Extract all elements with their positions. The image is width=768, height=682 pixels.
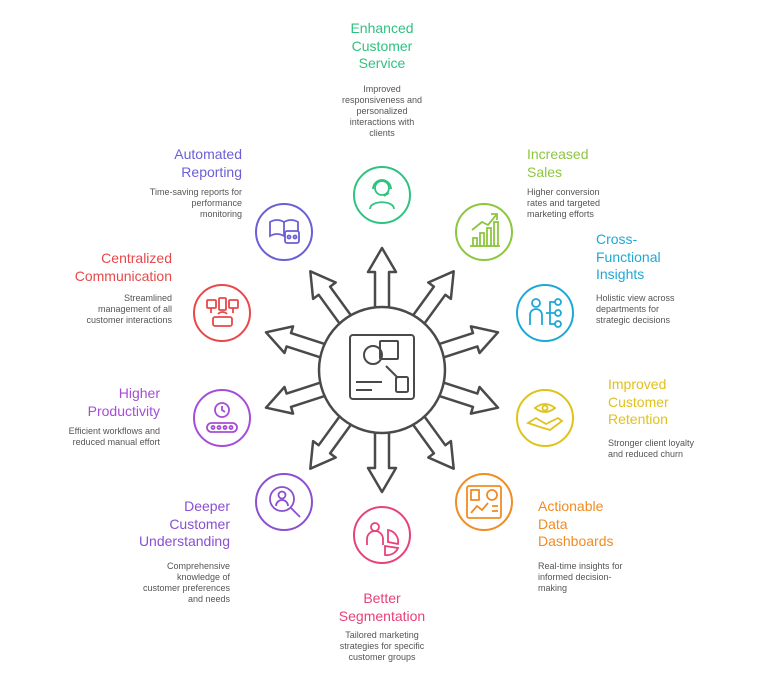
- icon-circle-centralized-communication: [193, 284, 251, 342]
- benefit-title-automated-reporting: Automated Reporting: [174, 146, 242, 180]
- benefit-description-enhanced-customer-service: Improved responsiveness and personalized…: [341, 84, 423, 138]
- icon-circle-automated-reporting: [255, 203, 313, 261]
- dashboard-icon: [466, 485, 502, 519]
- benefit-title-better-segmentation: Better Segmentation: [338, 590, 426, 624]
- org-network-icon: [529, 298, 562, 328]
- benefit-description-increased-sales: Higher conversion rates and targeted mar…: [527, 187, 601, 219]
- clock-workflow-icon: [206, 402, 238, 433]
- dashboard-map-icon: [349, 334, 415, 400]
- benefit-description-cross-functional-insights: Holistic view across departments for str…: [596, 293, 675, 325]
- benefit-title-centralized-communication: Centralized Communication: [74, 250, 172, 284]
- benefit-description-centralized-communication: Streamlined management of all customer i…: [86, 293, 172, 325]
- handshake-icon: [525, 403, 564, 431]
- icon-circle-actionable-data-dashboards: [455, 473, 513, 531]
- icon-circle-increased-sales: [455, 203, 513, 261]
- user-search-icon: [269, 486, 301, 518]
- icon-circle-deeper-customer-understanding: [255, 473, 313, 531]
- benefit-title-deeper-customer-understanding: Deeper Customer Understanding: [138, 498, 230, 549]
- benefit-title-enhanced-customer-service: Enhanced Customer Service: [350, 20, 414, 71]
- icon-circle-improved-customer-retention: [516, 389, 574, 447]
- center-hub: [317, 305, 447, 435]
- report-robot-icon: [269, 219, 300, 244]
- pie-segment-icon: [366, 522, 400, 557]
- icon-circle-higher-productivity: [193, 389, 251, 447]
- benefit-title-actionable-data-dashboards: Actionable Data Dashboards: [538, 498, 614, 549]
- benefit-description-automated-reporting: Time-saving reports for performance moni…: [149, 187, 242, 219]
- benefit-title-cross-functional-insights: Cross- Functional Insights: [596, 231, 661, 282]
- benefit-title-improved-customer-retention: Improved Customer Retention: [608, 376, 669, 427]
- benefit-description-higher-productivity: Efficient workflows and reduced manual e…: [68, 426, 160, 447]
- icon-circle-better-segmentation: [353, 506, 411, 564]
- benefit-description-actionable-data-dashboards: Real-time insights for informed decision…: [538, 561, 623, 593]
- connected-devices-icon: [206, 297, 239, 327]
- benefit-title-increased-sales: Increased Sales: [527, 146, 589, 180]
- icon-circle-enhanced-customer-service: [353, 166, 411, 224]
- growth-chart-icon: [470, 213, 500, 247]
- benefit-description-deeper-customer-understanding: Comprehensive knowledge of customer pref…: [142, 561, 230, 604]
- benefit-description-better-segmentation: Tailored marketing strategies for specif…: [339, 630, 425, 662]
- icon-circle-cross-functional-insights: [516, 284, 574, 342]
- headset-agent-icon: [369, 179, 395, 210]
- benefit-description-improved-customer-retention: Stronger client loyalty and reduced chur…: [608, 438, 695, 459]
- benefit-title-higher-productivity: Higher Productivity: [87, 385, 160, 419]
